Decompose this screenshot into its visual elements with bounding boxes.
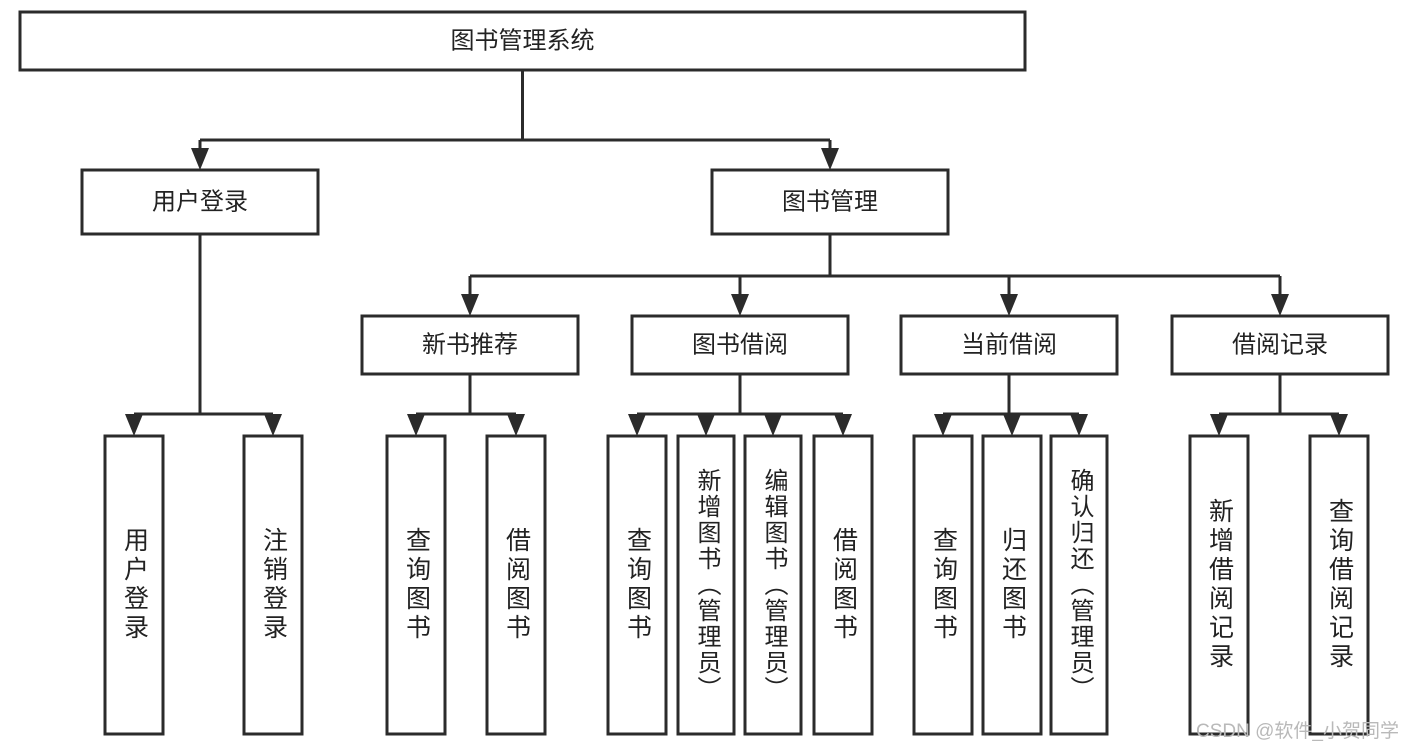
- leaf-node-9[interactable]: 归还图书: [983, 436, 1041, 734]
- leaf-node-0-box[interactable]: [103, 434, 165, 736]
- leaf-node-11-label: 新增借阅记录: [1205, 498, 1234, 672]
- level2-node-0-label: 用户登录: [152, 188, 248, 215]
- level3-node-0-label: 新书推荐: [422, 331, 518, 358]
- leaf-node-3[interactable]: 借阅图书: [487, 436, 545, 734]
- leaf-node-1-label: 注销登录: [259, 527, 288, 643]
- leaf-node-2-label: 查询图书: [402, 527, 431, 643]
- leaf-node-4-box[interactable]: [606, 434, 668, 736]
- leaf-node-9-box[interactable]: [981, 434, 1043, 736]
- arrow-head-icon: [264, 414, 282, 436]
- leaf-node-1-box[interactable]: [242, 434, 304, 736]
- level2-node-0-box[interactable]: [80, 168, 320, 236]
- leaf-node-0-label: 用户登录: [120, 527, 149, 643]
- leaf-node-10-box[interactable]: [1049, 434, 1109, 736]
- level3-node-2-box[interactable]: [899, 314, 1119, 376]
- level3-node-0-box[interactable]: [360, 314, 580, 376]
- leaf-node-2[interactable]: 查询图书: [387, 436, 445, 734]
- arrow-head-icon: [821, 148, 839, 170]
- arrow-head-icon: [507, 414, 525, 436]
- arrow-head-icon: [407, 414, 425, 436]
- level3-node-1-box[interactable]: [630, 314, 850, 376]
- leaf-node-10[interactable]: 确认归还（管理员）: [1051, 436, 1107, 734]
- leaf-node-1[interactable]: 注销登录: [244, 436, 302, 734]
- root-node-label: 图书管理系统: [451, 27, 595, 54]
- level3-node-1-label: 图书借阅: [692, 331, 788, 358]
- csdn-watermark: CSDN @软件_小贺同学: [1196, 721, 1399, 742]
- leaf-node-4[interactable]: 查询图书: [608, 436, 666, 734]
- level2-node-1-box[interactable]: [710, 168, 950, 236]
- connector-layer: [125, 70, 1348, 436]
- leaf-node-4-label: 查询图书: [623, 527, 652, 643]
- leaf-node-5-label: 新增图书（管理员）: [693, 468, 720, 702]
- leaf-node-6[interactable]: 编辑图书（管理员）: [745, 436, 801, 734]
- leaf-node-5-box[interactable]: [676, 434, 736, 736]
- leaf-node-8-box[interactable]: [912, 434, 974, 736]
- arrow-head-icon: [125, 414, 143, 436]
- arrow-head-icon: [697, 414, 715, 436]
- leaf-node-6-label: 编辑图书（管理员）: [760, 468, 787, 702]
- leaf-node-11-box[interactable]: [1188, 434, 1250, 736]
- level3-node-3-box[interactable]: [1170, 314, 1390, 376]
- leaf-node-12[interactable]: 查询借阅记录: [1310, 436, 1368, 734]
- leaf-node-9-label: 归还图书: [998, 527, 1027, 643]
- level3-node-2-label: 当前借阅: [961, 331, 1057, 358]
- arrow-head-icon: [1000, 294, 1018, 316]
- leaf-node-12-box[interactable]: [1308, 434, 1370, 736]
- leaf-node-8[interactable]: 查询图书: [914, 436, 972, 734]
- arrow-head-icon: [1330, 414, 1348, 436]
- arrow-head-icon: [731, 294, 749, 316]
- arrow-head-icon: [1070, 414, 1088, 436]
- root-node-box[interactable]: [18, 10, 1027, 72]
- arrow-head-icon: [934, 414, 952, 436]
- leaf-node-7-box[interactable]: [812, 434, 874, 736]
- arrow-head-icon: [764, 414, 782, 436]
- arrow-head-icon: [1271, 294, 1289, 316]
- level2-node-1-label: 图书管理: [782, 188, 878, 215]
- leaf-node-6-box[interactable]: [743, 434, 803, 736]
- arrow-head-icon: [191, 148, 209, 170]
- leaf-node-3-box[interactable]: [485, 434, 547, 736]
- arrow-head-icon: [1003, 414, 1021, 436]
- arrow-head-icon: [834, 414, 852, 436]
- level3-node-3-label: 借阅记录: [1232, 331, 1328, 358]
- leaf-node-0[interactable]: 用户登录: [105, 436, 163, 734]
- leaf-node-5[interactable]: 新增图书（管理员）: [678, 436, 734, 734]
- leaf-node-8-label: 查询图书: [929, 527, 958, 643]
- arrow-head-icon: [461, 294, 479, 316]
- arrow-head-icon: [628, 414, 646, 436]
- leaf-node-7[interactable]: 借阅图书: [814, 436, 872, 734]
- leaf-node-11[interactable]: 新增借阅记录: [1190, 436, 1248, 734]
- arrow-head-icon: [1210, 414, 1228, 436]
- leaf-node-12-label: 查询借阅记录: [1325, 498, 1354, 672]
- leaf-node-10-label: 确认归还（管理员）: [1066, 468, 1093, 702]
- leaf-node-2-box[interactable]: [385, 434, 447, 736]
- leaf-node-3-label: 借阅图书: [502, 527, 531, 643]
- leaf-node-7-label: 借阅图书: [829, 527, 858, 643]
